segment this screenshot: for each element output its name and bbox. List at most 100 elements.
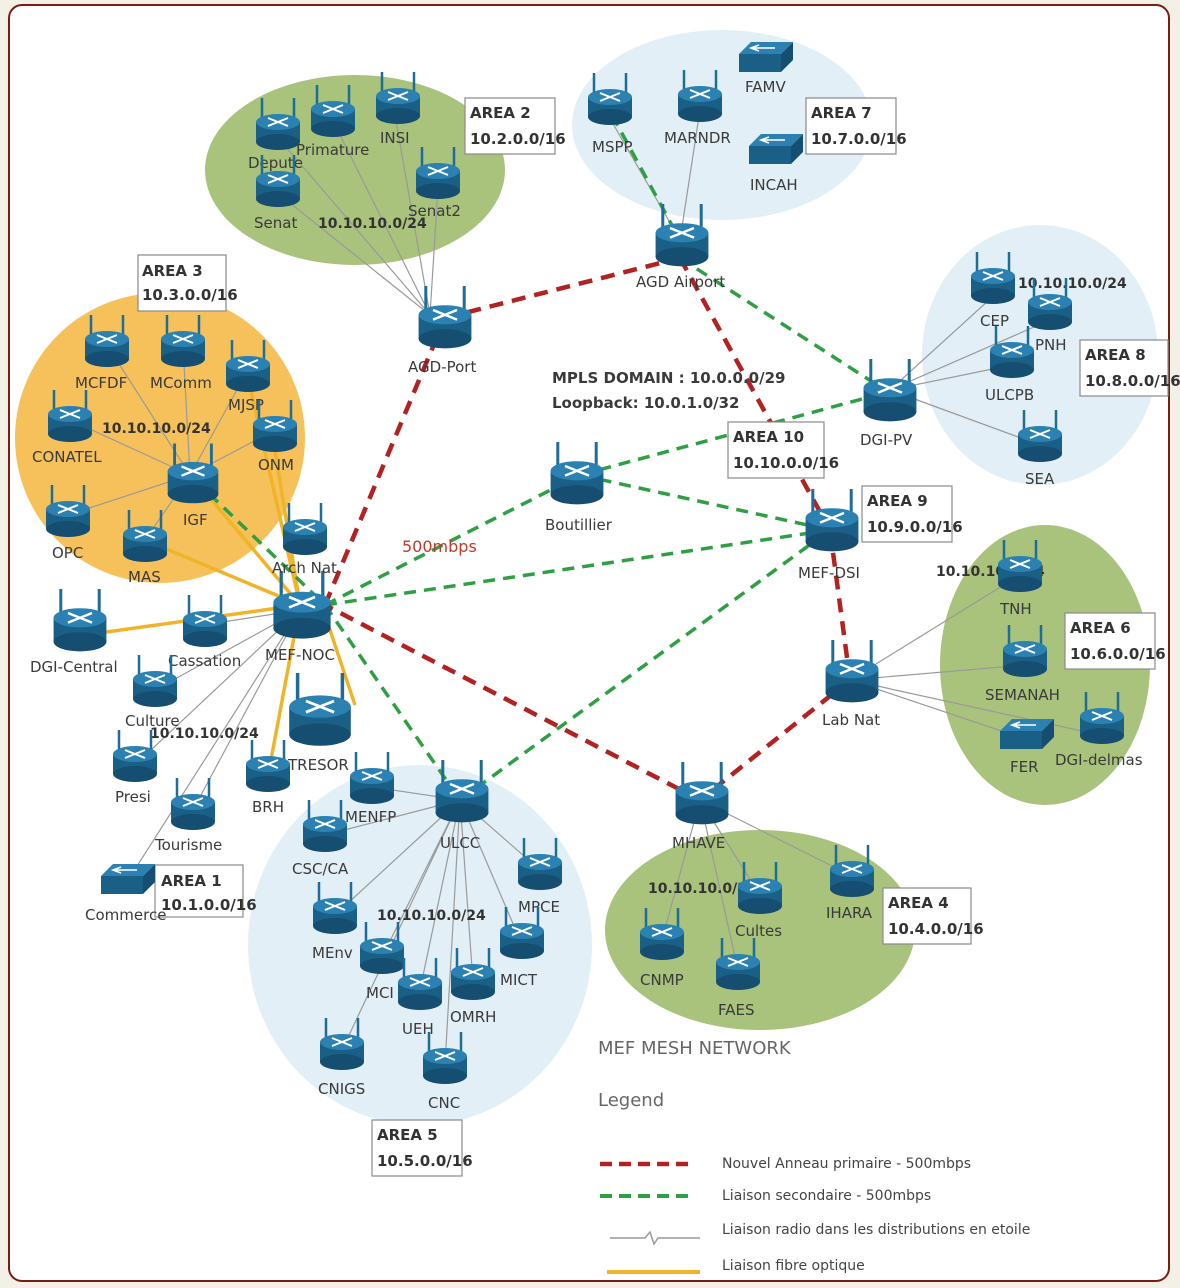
node-famv[interactable]: FAMV xyxy=(738,41,794,96)
node-incah[interactable]: INCAH xyxy=(748,133,804,194)
area-8-subnet: 10.10.10.0/24 xyxy=(1018,276,1127,292)
node-mspp[interactable]: MSPP xyxy=(586,71,634,156)
node-cnmp[interactable]: CNMP xyxy=(638,906,686,989)
node-menfp[interactable]: MENFP xyxy=(345,750,396,826)
node-culture[interactable]: Culture xyxy=(125,653,180,730)
node-semanah[interactable]: SEMANAH xyxy=(985,623,1060,704)
node-brh[interactable]: BRH xyxy=(244,738,292,816)
area-7-box: AREA 710.7.0.0/16 xyxy=(805,97,907,155)
legend-item-fiber: Liaison fibre optique xyxy=(607,1258,865,1274)
node-cassation[interactable]: Cassation xyxy=(168,593,241,670)
node-mef-dsi[interactable]: MEF-DSI xyxy=(798,487,860,582)
node-mjsp[interactable]: MJSP xyxy=(224,338,272,414)
svg-text:MComm: MComm xyxy=(150,374,212,392)
svg-text:10.1.0.0/16: 10.1.0.0/16 xyxy=(161,896,257,914)
area-6-box: AREA 610.6.0.0/16 xyxy=(1064,612,1166,670)
node-sea[interactable]: SEA xyxy=(1016,408,1064,488)
legend: Nouvel Anneau primaire - 500mbps Liaison… xyxy=(600,1156,1030,1274)
node-senat2[interactable]: Senat2 xyxy=(408,145,462,220)
node-ulcc[interactable]: ULCC xyxy=(434,758,490,852)
svg-text:10.3.0.0/16: 10.3.0.0/16 xyxy=(142,286,238,304)
node-ueh[interactable]: UEH xyxy=(396,956,444,1038)
svg-text:TRESOR: TRESOR xyxy=(287,756,349,774)
node-cep[interactable]: CEP xyxy=(969,250,1017,330)
node-ihara[interactable]: IHARA xyxy=(826,843,876,922)
node-primature[interactable]: Primature xyxy=(296,83,369,159)
diagram-title: MEF MESH NETWORK xyxy=(598,1038,792,1059)
node-ulcpb[interactable]: ULCPB xyxy=(985,324,1036,404)
node-presi[interactable]: Presi xyxy=(111,728,159,806)
svg-text:AREA 4: AREA 4 xyxy=(888,894,949,912)
svg-text:Boutillier: Boutillier xyxy=(545,516,613,534)
svg-text:IGF: IGF xyxy=(183,511,208,529)
svg-text:Tourisme: Tourisme xyxy=(154,836,222,854)
node-menv[interactable]: MEnv xyxy=(311,880,359,962)
svg-text:CNMP: CNMP xyxy=(640,971,684,989)
svg-text:DGI-PV: DGI-PV xyxy=(860,431,913,449)
node-mef-noc[interactable]: MEF-NOC xyxy=(265,569,335,664)
node-tourisme[interactable]: Tourisme xyxy=(154,776,222,854)
node-mict[interactable]: MICT xyxy=(498,905,546,989)
node-senat[interactable]: Senat xyxy=(254,153,302,232)
node-mcomm[interactable]: MComm xyxy=(150,313,212,392)
svg-text:Liaison radio dans les distrib: Liaison radio dans les distributions en … xyxy=(722,1222,1030,1238)
svg-text:AGD Airport: AGD Airport xyxy=(636,273,725,291)
node-cnc[interactable]: CNC xyxy=(421,1030,469,1112)
area-1-box: AREA 1 10.1.0.0/16 xyxy=(154,864,257,918)
node-dgi-central[interactable]: DGI-Central xyxy=(30,587,118,676)
node-arch-nat[interactable]: Arch Nat xyxy=(272,501,337,577)
legend-item-primary: Nouvel Anneau primaire - 500mbps xyxy=(600,1156,971,1172)
node-commerce[interactable]: Commerce xyxy=(85,863,166,924)
svg-text:Commerce: Commerce xyxy=(85,906,166,924)
svg-text:AREA 5: AREA 5 xyxy=(377,1126,438,1144)
legend-item-radio: Liaison radio dans les distributions en … xyxy=(610,1222,1030,1246)
node-dgi-delmas[interactable]: DGI-delmas xyxy=(1055,690,1143,769)
svg-text:Cultes: Cultes xyxy=(735,922,782,940)
node-tnh[interactable]: TNH xyxy=(996,538,1044,618)
node-conatel[interactable]: CONATEL xyxy=(32,388,102,466)
node-igf[interactable]: IGF xyxy=(166,442,220,529)
node-insi[interactable]: INSI xyxy=(374,70,422,147)
node-onm[interactable]: ONM xyxy=(251,398,299,474)
svg-text:AREA 8: AREA 8 xyxy=(1085,346,1146,364)
svg-text:Arch Nat: Arch Nat xyxy=(272,559,337,577)
node-pnh[interactable]: PNH xyxy=(1026,276,1074,354)
node-dgi-pv[interactable]: DGI-PV xyxy=(860,357,918,449)
radio-links xyxy=(67,109,1101,1066)
svg-text:FER: FER xyxy=(1010,758,1039,776)
svg-text:SEA: SEA xyxy=(1025,470,1055,488)
area-labels: AREA 110.1.0.0/16 AREA 210.2.0.0/16 AREA… xyxy=(137,97,1180,1177)
node-mas[interactable]: MAS xyxy=(121,508,169,586)
area-2-subnet: 10.10.10.0/24 xyxy=(318,216,427,232)
node-cultes[interactable]: Cultes xyxy=(735,860,784,940)
svg-text:CONATEL: CONATEL xyxy=(32,448,102,466)
node-mci[interactable]: MCI xyxy=(358,920,406,1002)
svg-text:AREA 1: AREA 1 xyxy=(161,872,222,890)
node-boutillier[interactable]: Boutillier xyxy=(545,440,613,534)
node-cnigs[interactable]: CNIGS xyxy=(318,1016,365,1098)
node-lab-nat[interactable]: Lab Nat xyxy=(822,638,880,729)
svg-text:MJSP: MJSP xyxy=(228,396,264,414)
node-agd-port[interactable]: AGD-Port xyxy=(408,284,476,376)
node-fer[interactable]: FER xyxy=(999,718,1055,776)
svg-text:Primature: Primature xyxy=(296,141,369,159)
svg-text:Senat2: Senat2 xyxy=(408,202,461,220)
svg-text:CEP: CEP xyxy=(980,312,1009,330)
node-tresor[interactable]: TRESOR xyxy=(287,671,353,774)
node-agd-airport[interactable]: AGD Airport xyxy=(636,202,725,291)
mpls-domain-label: MPLS DOMAIN : 10.0.0.0/29 Loopback: 10.0… xyxy=(552,369,785,412)
node-marndr[interactable]: MARNDR xyxy=(664,68,731,147)
svg-text:BRH: BRH xyxy=(252,798,284,816)
node-csc-ca[interactable]: CSC/CA xyxy=(292,798,349,878)
node-mcfdf[interactable]: MCFDF xyxy=(75,313,131,392)
svg-text:AGD-Port: AGD-Port xyxy=(408,358,476,376)
svg-text:10.8.0.0/16: 10.8.0.0/16 xyxy=(1085,372,1180,390)
svg-text:AREA 2: AREA 2 xyxy=(470,104,531,122)
svg-text:OPC: OPC xyxy=(52,544,83,562)
node-faes[interactable]: FAES xyxy=(714,936,762,1019)
node-mhave[interactable]: MHAVE xyxy=(672,760,730,852)
svg-text:MENFP: MENFP xyxy=(345,808,396,826)
node-omrh[interactable]: OMRH xyxy=(449,946,496,1026)
node-opc[interactable]: OPC xyxy=(44,483,92,562)
